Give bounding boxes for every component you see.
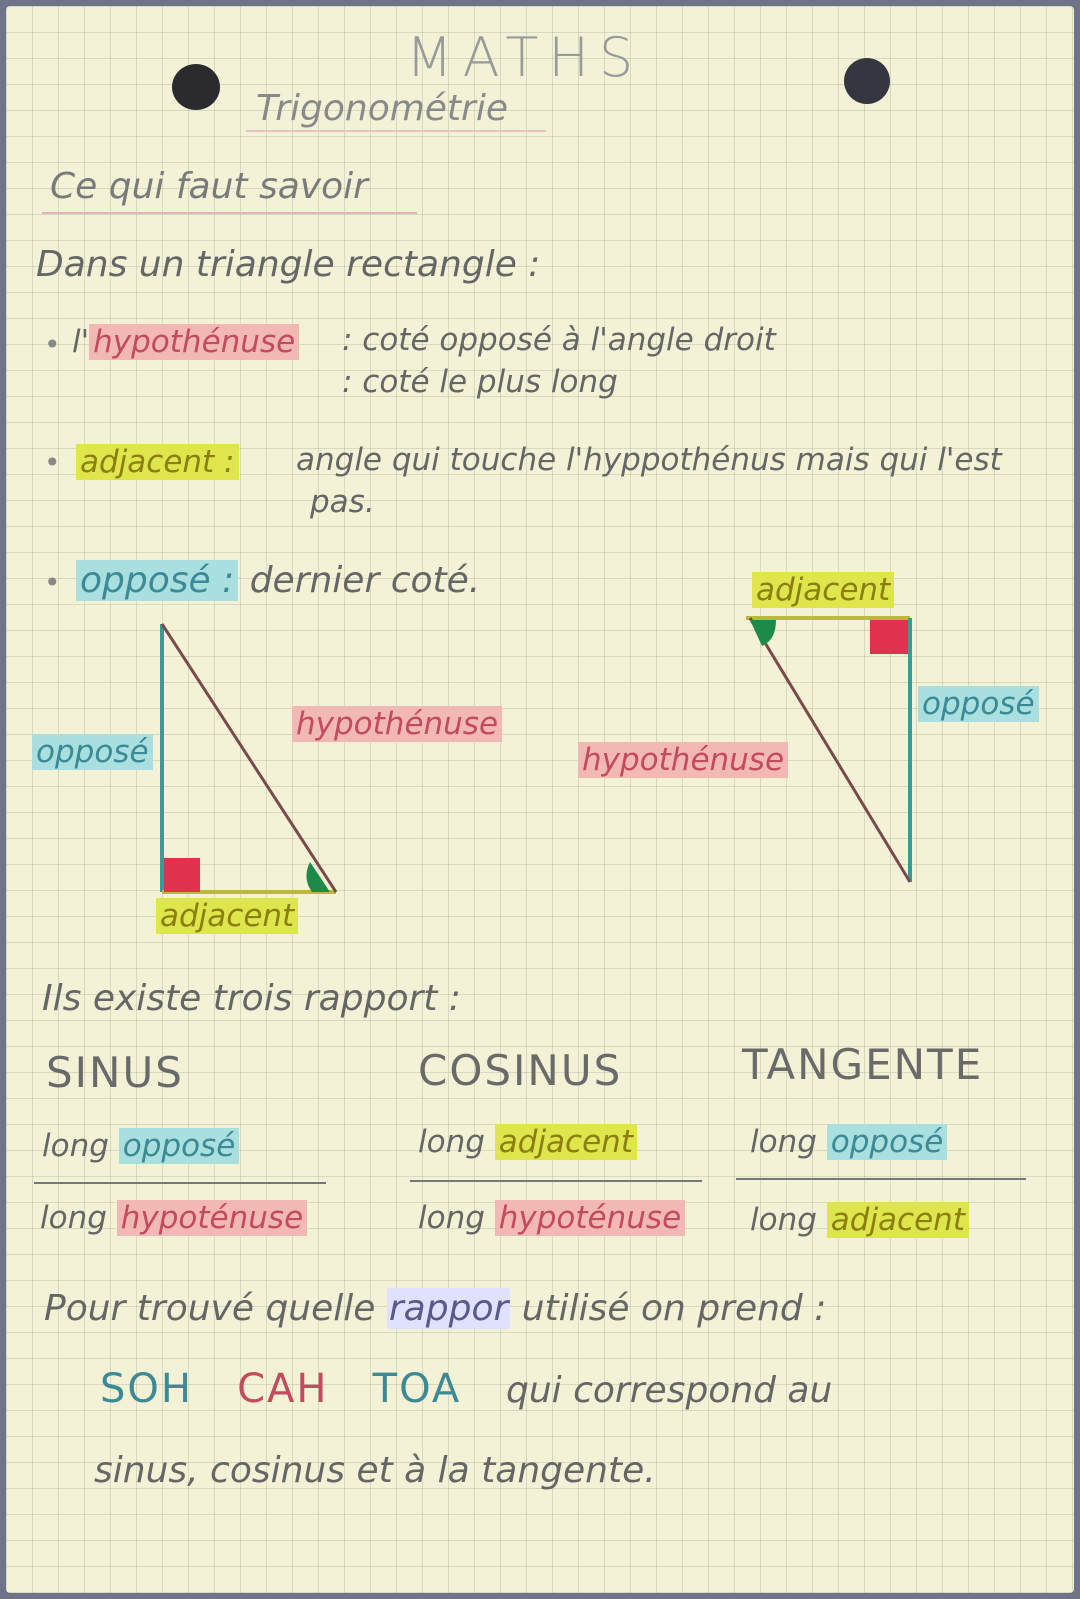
opp-text: dernier coté. — [249, 560, 481, 601]
right-opp-label: opposé — [918, 686, 1039, 722]
adj-definition-term: adjacent : — [76, 444, 239, 480]
tan-num-prefix: long — [750, 1124, 817, 1160]
left-opp-label: opposé — [32, 734, 153, 770]
hyp-definition-line1: : coté opposé à l'angle droit — [342, 322, 776, 358]
soh-cah-toa-line: SOH CAH TOA — [100, 1366, 461, 1412]
cosinus-heading: COSINUS — [418, 1046, 623, 1095]
bullet-dot: • — [44, 566, 61, 599]
cos-num-term: adjacent — [494, 1124, 637, 1160]
left-opp-text: opposé — [32, 734, 153, 770]
sin-num-prefix: long — [42, 1128, 109, 1164]
sin-fraction-bar — [34, 1182, 326, 1184]
left-hyp-side — [160, 623, 338, 893]
cah-mnemonic: CAH — [237, 1366, 329, 1412]
left-triangle — [160, 623, 338, 894]
sin-denominator: long hypoténuse — [40, 1200, 308, 1236]
right-adj-text: adjacent — [752, 572, 895, 608]
angle-marker — [306, 862, 330, 892]
tan-den-term: adjacent — [826, 1202, 969, 1238]
tangente-heading: TANGENTE — [742, 1040, 984, 1089]
subtitle-underline — [246, 130, 546, 132]
cos-num-prefix: long — [418, 1124, 485, 1160]
sinus-heading: SINUS — [46, 1048, 184, 1097]
right-opp-text: opposé — [918, 686, 1039, 722]
cos-den-prefix: long — [418, 1200, 485, 1236]
left-hyp-text: hypothénuse — [292, 706, 503, 742]
hyp-term: hypothénuse — [89, 324, 300, 360]
binder-hole-left — [172, 64, 220, 110]
tan-den-prefix: long — [750, 1202, 817, 1238]
left-adj-text: adjacent — [156, 898, 299, 934]
note-card: MATHS Trigonométrie Ce qui faut savoir D… — [6, 6, 1074, 1593]
method-line2-tail: qui correspond au — [506, 1370, 833, 1411]
sin-num-term: opposé — [118, 1128, 240, 1164]
toa-mnemonic: TOA — [372, 1366, 462, 1412]
right-angle-marker — [164, 858, 200, 892]
cos-numerator: long adjacent — [418, 1124, 637, 1160]
section-title: Ce qui faut savoir — [50, 166, 368, 207]
right-angle-marker — [870, 620, 908, 654]
right-adj-label: adjacent — [752, 572, 895, 608]
angle-marker — [750, 620, 776, 646]
ratios-intro: Ils existe trois rapport : — [42, 978, 461, 1019]
sin-den-term: hypoténuse — [116, 1200, 308, 1236]
tan-denominator: long adjacent — [750, 1202, 969, 1238]
method-line1-highlight: rappor — [386, 1288, 511, 1329]
method-line1-end: utilisé on prend : — [521, 1288, 827, 1329]
method-line1-start: Pour trouvé quelle — [44, 1288, 376, 1329]
cos-den-term: hypoténuse — [494, 1200, 686, 1236]
bullet-dot: • — [44, 328, 61, 361]
cos-denominator: long hypoténuse — [418, 1200, 686, 1236]
method-line1: Pour trouvé quelle rappor utilisé on pre… — [44, 1288, 826, 1329]
page-subtitle: Trigonométrie — [256, 88, 508, 129]
opp-definition: opposé : dernier coté. — [76, 560, 480, 601]
method-line3: sinus, cosinus et à la tangente. — [94, 1450, 656, 1491]
sin-numerator: long opposé — [42, 1128, 240, 1164]
intro-text: Dans un triangle rectangle : — [36, 244, 541, 285]
triangle-diagrams — [160, 616, 912, 894]
soh-mnemonic: SOH — [100, 1366, 193, 1412]
tan-numerator: long opposé — [750, 1124, 948, 1160]
section-underline — [42, 212, 417, 214]
sin-den-prefix: long — [40, 1200, 107, 1236]
hyp-definition-line2: : coté le plus long — [342, 364, 618, 400]
adj-definition-text: angle qui touche l'hyppothénus mais qui … — [296, 442, 1002, 478]
right-hyp-text: hypothénuse — [578, 742, 789, 778]
right-triangle — [746, 616, 912, 883]
right-hyp-side — [748, 617, 912, 883]
left-adj-label: adjacent — [156, 898, 299, 934]
adj-definition-text2: pas. — [310, 484, 375, 520]
hyp-prefix: l' — [72, 324, 90, 360]
bullet-dot: • — [44, 446, 61, 479]
binder-hole-right — [844, 58, 890, 104]
adj-term: adjacent : — [76, 444, 239, 480]
opp-term: opposé : — [76, 560, 239, 601]
hyp-definition-term: l'hypothénuse — [72, 324, 300, 360]
left-hyp-label: hypothénuse — [292, 706, 503, 742]
tan-fraction-bar — [736, 1178, 1026, 1180]
right-hyp-label: hypothénuse — [578, 742, 789, 778]
page-title: MATHS — [406, 26, 644, 89]
tan-num-term: opposé — [826, 1124, 948, 1160]
cos-fraction-bar — [410, 1180, 702, 1182]
